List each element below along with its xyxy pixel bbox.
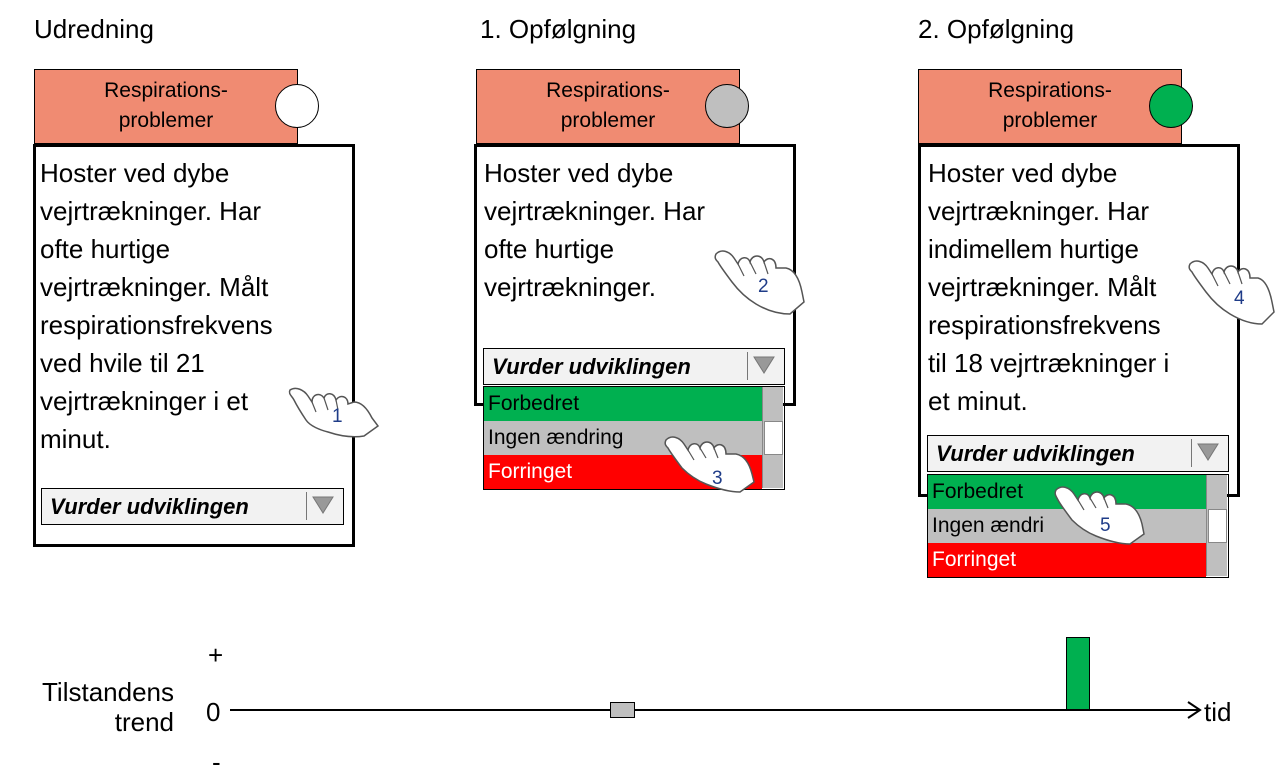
arrow-right-icon — [1187, 701, 1202, 719]
trend-marker-no-change — [610, 702, 635, 718]
card-text-line: vejrtrækninger. Har — [928, 196, 1150, 226]
pointer-hand-icon — [664, 436, 755, 493]
trend-label-line2: trend — [114, 707, 174, 737]
select-label: Vurder udviklingen — [492, 354, 691, 379]
axis-minus-label: - — [212, 747, 221, 777]
chevron-down-icon[interactable] — [306, 492, 340, 520]
pointer-hand-icon — [1054, 486, 1145, 545]
column-title-opfolgning-2: 2. Opfølgning — [918, 14, 1075, 44]
scrollbar-thumb[interactable] — [764, 421, 783, 455]
problem-header-line1: Respirations- — [546, 79, 670, 102]
problem-header-line1: Respirations- — [104, 79, 228, 102]
step-number: 2 — [758, 276, 769, 297]
select-label: Vurder udviklingen — [936, 441, 1135, 466]
card-text-line: vejrtrækninger. — [484, 272, 656, 302]
column-title-udredning: Udredning — [34, 14, 154, 44]
assessment-select[interactable]: Vurder udviklingen — [483, 348, 785, 385]
trend-marker-improved — [1066, 637, 1090, 710]
card-text-line: Hoster ved dybe — [484, 158, 674, 188]
status-indicator — [275, 84, 319, 128]
assessment-select[interactable]: Vurder udviklingen — [927, 435, 1229, 472]
assessment-select[interactable]: Vurder udviklingen — [41, 488, 344, 525]
chevron-down-icon[interactable] — [1191, 439, 1225, 467]
card-text-line: vejrtrækninger. Har — [484, 196, 706, 226]
trend-axis — [230, 701, 1202, 719]
card-text-line: ofte hurtige — [40, 234, 171, 264]
problem-header[interactable]: Respirations- problemer — [34, 69, 298, 144]
status-indicator — [705, 84, 749, 128]
card-text: Hoster ved dybe vejrtrækninger. Har indi… — [928, 154, 1169, 420]
pointer-hand-icon — [288, 387, 380, 438]
card-text-line: vejrtrækninger. Målt — [928, 272, 1157, 302]
pointer-hand-icon — [1188, 260, 1275, 325]
option-forringet[interactable]: Forringet — [928, 543, 1206, 577]
problem-header-line2: problemer — [560, 109, 656, 132]
card-text-line: indimellem hurtige — [928, 234, 1139, 264]
problem-header-line2: problemer — [1002, 109, 1098, 132]
axis-time-label: tid — [1204, 697, 1232, 727]
scrollbar[interactable] — [1206, 475, 1227, 576]
step-number: 4 — [1234, 288, 1245, 309]
card-text-line: vejrtrækninger. Målt — [40, 272, 269, 302]
card-text-line: ved hvile til 21 — [40, 348, 205, 378]
option-forbedret[interactable]: Forbedret — [484, 387, 762, 421]
card-text-line: vejrtrækninger. Har — [40, 196, 262, 226]
card-text-line: respirationsfrekvens — [928, 310, 1161, 340]
card-text-line: respirationsfrekvens — [40, 310, 273, 340]
trend-label: Tilstandens trend — [14, 677, 174, 737]
option-ingen-aendring[interactable]: Ingen ændri — [928, 509, 1206, 543]
problem-header-line2: problemer — [118, 109, 214, 132]
problem-header[interactable]: Respirations- problemer — [918, 69, 1182, 144]
option-ingen-aendring[interactable]: Ingen ændring — [484, 421, 762, 455]
card-text-line: Hoster ved dybe — [40, 158, 230, 188]
axis-zero-label: 0 — [206, 697, 221, 727]
assessment-card — [33, 144, 355, 547]
column-title-opfolgning-1: 1. Opfølgning — [480, 14, 637, 44]
card-text-line: et minut. — [928, 386, 1028, 416]
card-text-line: vejrtrækninger i et — [40, 386, 249, 416]
step-number: 1 — [332, 406, 343, 427]
card-text-line: til 18 vejrtrækninger i — [928, 348, 1170, 378]
card-text-line: Hoster ved dybe — [928, 158, 1118, 188]
card-text: Hoster ved dybe vejrtrækninger. Har ofte… — [40, 154, 273, 458]
scrollbar-thumb[interactable] — [1208, 509, 1227, 543]
chevron-down-icon[interactable] — [747, 352, 781, 380]
axis-plus-label: + — [208, 640, 224, 670]
step-number: 3 — [712, 468, 723, 489]
trend-label-line1: Tilstandens — [42, 677, 174, 707]
step-number: 5 — [1100, 515, 1111, 536]
options-dropdown: Forbedret Ingen ændring Forringet — [483, 386, 785, 490]
problem-header[interactable]: Respirations- problemer — [476, 69, 740, 144]
card-text: Hoster ved dybe vejrtrækninger. Har ofte… — [484, 154, 705, 306]
problem-header-line1: Respirations- — [988, 79, 1112, 102]
select-label: Vurder udviklingen — [50, 494, 249, 519]
card-text-line: ofte hurtige — [484, 234, 615, 264]
status-indicator — [1149, 84, 1193, 128]
options-dropdown: Forbedret Ingen ændri Forringet — [927, 474, 1229, 578]
scrollbar[interactable] — [762, 387, 783, 488]
pointer-hand-icon — [714, 250, 805, 315]
card-text-line: minut. — [40, 424, 111, 454]
